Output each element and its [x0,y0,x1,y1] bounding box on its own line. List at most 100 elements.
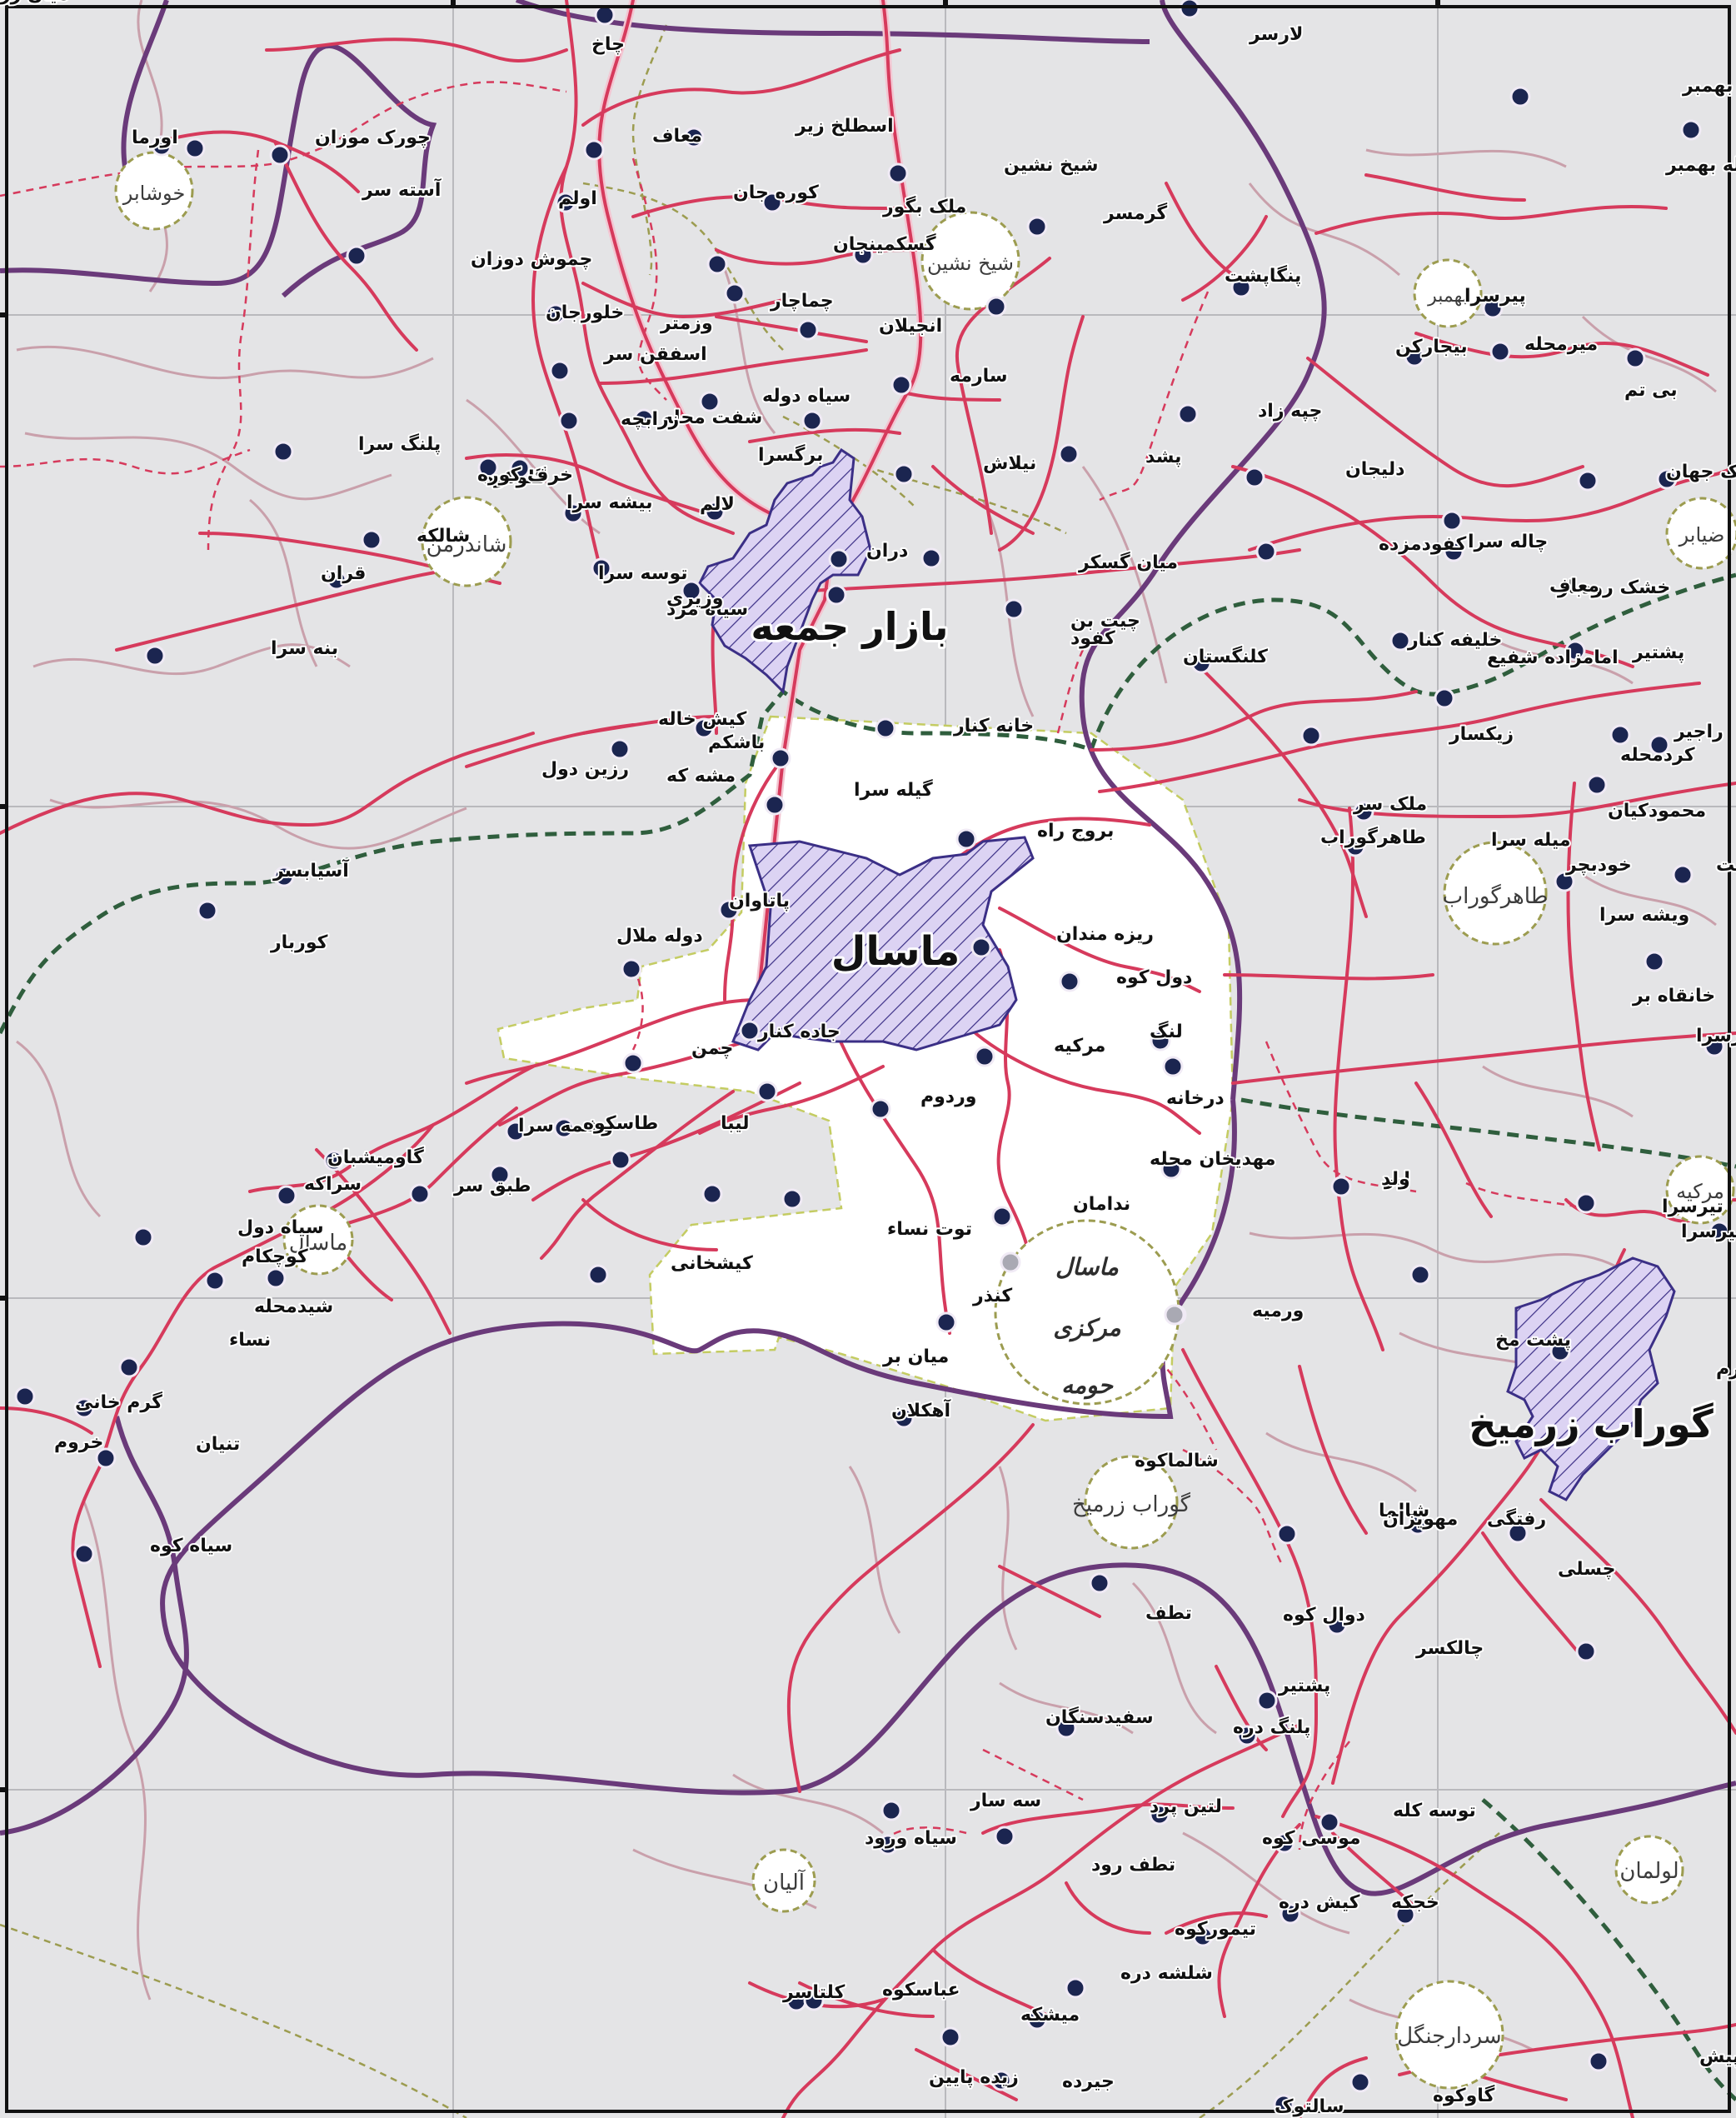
village-label: کیش خاله [658,709,746,730]
village-label: گرم خانی [75,1391,162,1413]
village-label: گیله سرا [854,778,933,801]
village-label: کلتاسر [782,1982,846,2003]
village-label: انجیلان [879,316,942,337]
village-label: امامزاده شفیع [1487,647,1619,668]
village-label: توت نساء [887,1219,972,1240]
village-label: زیده پایین [929,2067,1019,2088]
village-label: چسلی [1558,1559,1615,1580]
district-label: مرکیه [1676,1180,1724,1203]
village-label: رزین دول [541,759,629,780]
village-label: اولم [558,188,597,209]
city-area-masal [731,836,1035,1052]
village-label: سه سار [970,1791,1041,1811]
village-label: نساء [229,1330,271,1351]
village-label: بی تم [1624,380,1678,401]
village-label: وشمه سرا [518,1116,613,1136]
village-label: آقامحله بهمبر [1665,152,1736,176]
village-label: ورمیه [1252,1301,1304,1321]
village-label: توسه کله [1393,1801,1476,1821]
village-label: سورم [1716,1359,1736,1380]
village-label: کفودمزده [1379,534,1467,555]
district-label: سردارجنگل [1397,2023,1501,2049]
village-label: تطف رود [1091,1855,1175,1876]
village-label: خانقاه بر [1632,986,1715,1007]
village-label: تیرسرا [1662,1196,1724,1217]
village-label: کوره جان [733,182,819,203]
village-label: شیدمحله [254,1296,333,1317]
village-label: دوله ملال [616,926,703,947]
village-label: مرکیه [1054,1036,1105,1057]
village-label: خجکه [1391,1892,1439,1913]
county-center-label: ماسال [1055,1253,1119,1281]
village-label: گرمسر [1103,202,1167,224]
village-label: بروج راه [1037,821,1114,842]
village-label: زرابچه [621,409,679,430]
village-label: کیشخانی [671,1253,753,1274]
village-label: گلوکوه [483,466,546,488]
village-label: مسجدپیش [1699,2046,1736,2067]
district-borders [0,572,1736,2101]
district-label: خوشابر [122,182,186,205]
county-center-label: حومه [1061,1371,1113,1400]
village-label: طاهرگوراب [1320,826,1426,848]
village-label: میان گسکر [1078,551,1178,573]
village-label: دران [866,541,908,562]
village-label: آسیابسر [272,858,349,882]
village-label: ملک جهان [1666,462,1736,482]
village-label: جیرده [1062,2071,1115,2092]
village-label: پیرسرا [1681,1221,1736,1242]
village-label: سالتوک [1275,2096,1344,2117]
village-label: نوکاشت [1716,855,1736,876]
district-label: بهمبر [1427,286,1468,307]
village-label: بیجارکن [1395,337,1468,357]
village-label: میان رز [0,0,69,5]
village-label: سفیدسنگان [1045,1706,1154,1728]
village-label: کنذر [972,1286,1012,1306]
village-label: جاده کنار [757,1022,841,1042]
village-dots [14,0,1730,2116]
village-label: خودبچر [1565,855,1632,876]
district-label: ماسال [289,1231,347,1256]
village-label: پیرسرا [1696,1026,1736,1047]
village-label: قران [321,563,366,584]
village-label: ملک بگور [882,195,966,217]
village-label: تیمورکوه [1175,1919,1256,1940]
county-center-label: مرکزی [1053,1314,1120,1342]
village-label: کلنگستان [1183,645,1268,667]
village-label: پیرسرا [1464,286,1526,307]
village-label: پلنگ سرا [358,432,441,455]
village-label: ملک سر [1353,794,1427,815]
village-label: شالما [1379,1501,1429,1521]
village-label: عباسکوه [882,1980,960,2001]
rural-boundaries [0,24,1500,2118]
village-label: چاله سرا [1468,532,1548,552]
village-label: محمودکیان [1608,801,1706,822]
frame-ticks [0,0,1440,1792]
village-label: طالش محله بهمبر [1682,76,1736,97]
village-label: تطف [1145,1603,1192,1624]
county-center-labels: ماسال مرکزی حومه [1051,1251,1123,1402]
village-label: خلیفه کنار [1407,630,1502,651]
village-label: طاسکوه [583,1113,658,1134]
village-label: میشکه [1020,2005,1080,2026]
map-frame [5,5,1731,2113]
village-label: زیکسار [1449,724,1514,745]
village-label: رفتگی [1487,1507,1546,1530]
village-label: بیشه سرا [566,492,653,513]
district-label: شاندرمن [427,532,507,557]
village-label: گسکمینجان [833,232,936,255]
village-label: آسته سر [362,177,441,201]
district-label: گوراب زرمیخ [1072,1491,1191,1517]
village-label: پشت مخ [1495,1330,1571,1351]
village-label: دوال کوه [1283,1605,1365,1626]
village-label: تنیان [196,1434,240,1455]
village-label: پشد [1145,447,1181,467]
village-label: چورک موزان [315,127,431,148]
district-circles [114,151,1736,2090]
district-label: شیخ نشین [927,252,1014,275]
dashed-roads [0,81,1584,1851]
village-label: چمن [691,1038,733,1059]
district-label: طاهرگوراب [1443,883,1549,909]
